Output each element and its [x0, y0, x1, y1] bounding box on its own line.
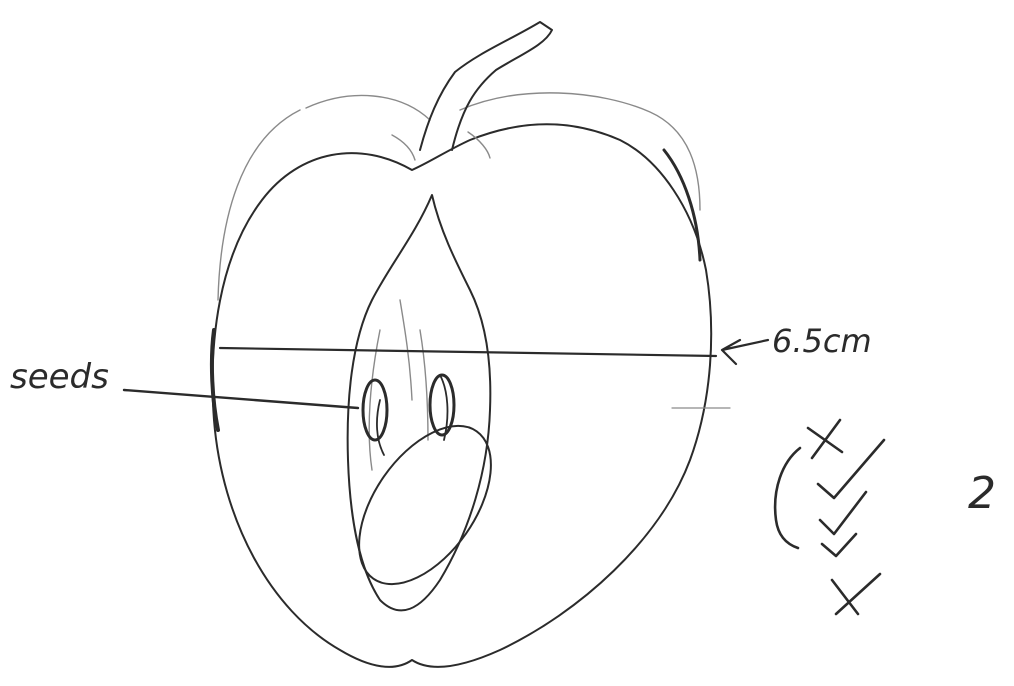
seeds-annotation: seeds: [10, 357, 358, 408]
cross-mark: [832, 574, 880, 614]
marking-area: 2: [775, 420, 996, 614]
width-annotation: 6.5cm: [722, 322, 872, 364]
seeds-label: seeds: [10, 357, 109, 397]
apple-outline: [212, 93, 711, 667]
bracket: [775, 448, 800, 548]
seed-right: [430, 375, 454, 435]
apple-core: [332, 195, 517, 610]
width-measurement-line: [220, 348, 730, 408]
width-label: 6.5cm: [772, 322, 872, 360]
tick-mark: [818, 440, 884, 498]
seed-left: [363, 380, 387, 440]
cross-mark: [808, 420, 842, 458]
score-label: 2: [968, 468, 996, 519]
tick-mark: [820, 492, 866, 534]
tick-mark: [822, 534, 856, 556]
